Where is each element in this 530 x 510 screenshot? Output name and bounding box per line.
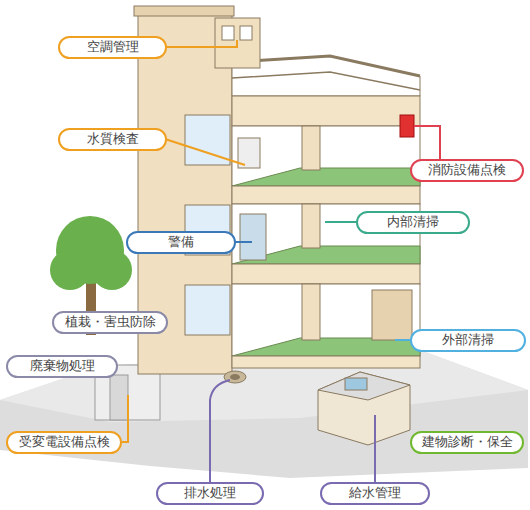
callout-label: 外部清掃 xyxy=(410,329,526,352)
label-text: 廃棄物処理 xyxy=(30,359,95,373)
column xyxy=(302,284,320,340)
callout-label: 受変電設備点検 xyxy=(6,431,122,454)
leader-line xyxy=(165,40,237,47)
label-text: 排水処理 xyxy=(184,486,236,500)
window xyxy=(185,285,230,335)
leader-line xyxy=(234,241,252,243)
callout-label: 空調管理 xyxy=(58,36,167,59)
ground-top xyxy=(0,350,528,422)
callout-label: 警備 xyxy=(126,231,236,254)
railing xyxy=(232,72,420,90)
callout-label: 建物診断・保全 xyxy=(410,431,524,454)
room xyxy=(232,284,420,356)
leader-line xyxy=(374,415,376,482)
tower-cap xyxy=(134,6,234,16)
floor xyxy=(232,168,420,186)
leader-line xyxy=(122,395,128,442)
callout-label: 植栽・害虫防除 xyxy=(52,311,168,334)
tree-crown xyxy=(50,250,90,290)
water-panel xyxy=(345,378,367,390)
callout-label: 水質検査 xyxy=(58,128,167,151)
callout-label: 廃棄物処理 xyxy=(6,355,118,378)
slab xyxy=(232,96,420,126)
label-text: 水質検査 xyxy=(87,132,139,146)
room xyxy=(232,126,420,186)
floor xyxy=(232,338,420,356)
ac-panel xyxy=(222,26,234,40)
door xyxy=(240,214,266,260)
entrance xyxy=(372,290,412,340)
leader-line xyxy=(210,380,230,482)
label-text: 給水管理 xyxy=(349,486,401,500)
water-unit-top xyxy=(318,372,410,400)
callout-label: 消防設備点検 xyxy=(410,159,524,182)
label-text: 外部清掃 xyxy=(442,333,494,347)
callout-label: 内部清掃 xyxy=(356,211,470,234)
slab xyxy=(232,356,420,368)
label-text: 受変電設備点検 xyxy=(19,435,110,449)
store-door xyxy=(110,375,128,420)
label-text: 植栽・害虫防除 xyxy=(65,315,156,329)
water-unit xyxy=(318,372,410,445)
column xyxy=(302,126,320,170)
leader-line xyxy=(165,139,245,165)
label-text: 空調管理 xyxy=(87,40,139,54)
leader-line xyxy=(325,221,358,223)
tree-crown xyxy=(92,250,132,290)
callout-label: 給水管理 xyxy=(320,482,430,505)
slab xyxy=(232,186,420,204)
fire-box xyxy=(400,115,414,137)
label-text: 消防設備点検 xyxy=(428,163,506,177)
slab xyxy=(232,264,420,284)
label-text: 建物診断・保全 xyxy=(422,435,513,449)
ground xyxy=(0,350,528,478)
ac-panel xyxy=(240,26,252,40)
column xyxy=(302,204,320,248)
callout-label: 排水処理 xyxy=(156,482,264,505)
label-text: 内部清掃 xyxy=(387,215,439,229)
manhole xyxy=(230,374,240,380)
label-text: 警備 xyxy=(168,235,194,249)
